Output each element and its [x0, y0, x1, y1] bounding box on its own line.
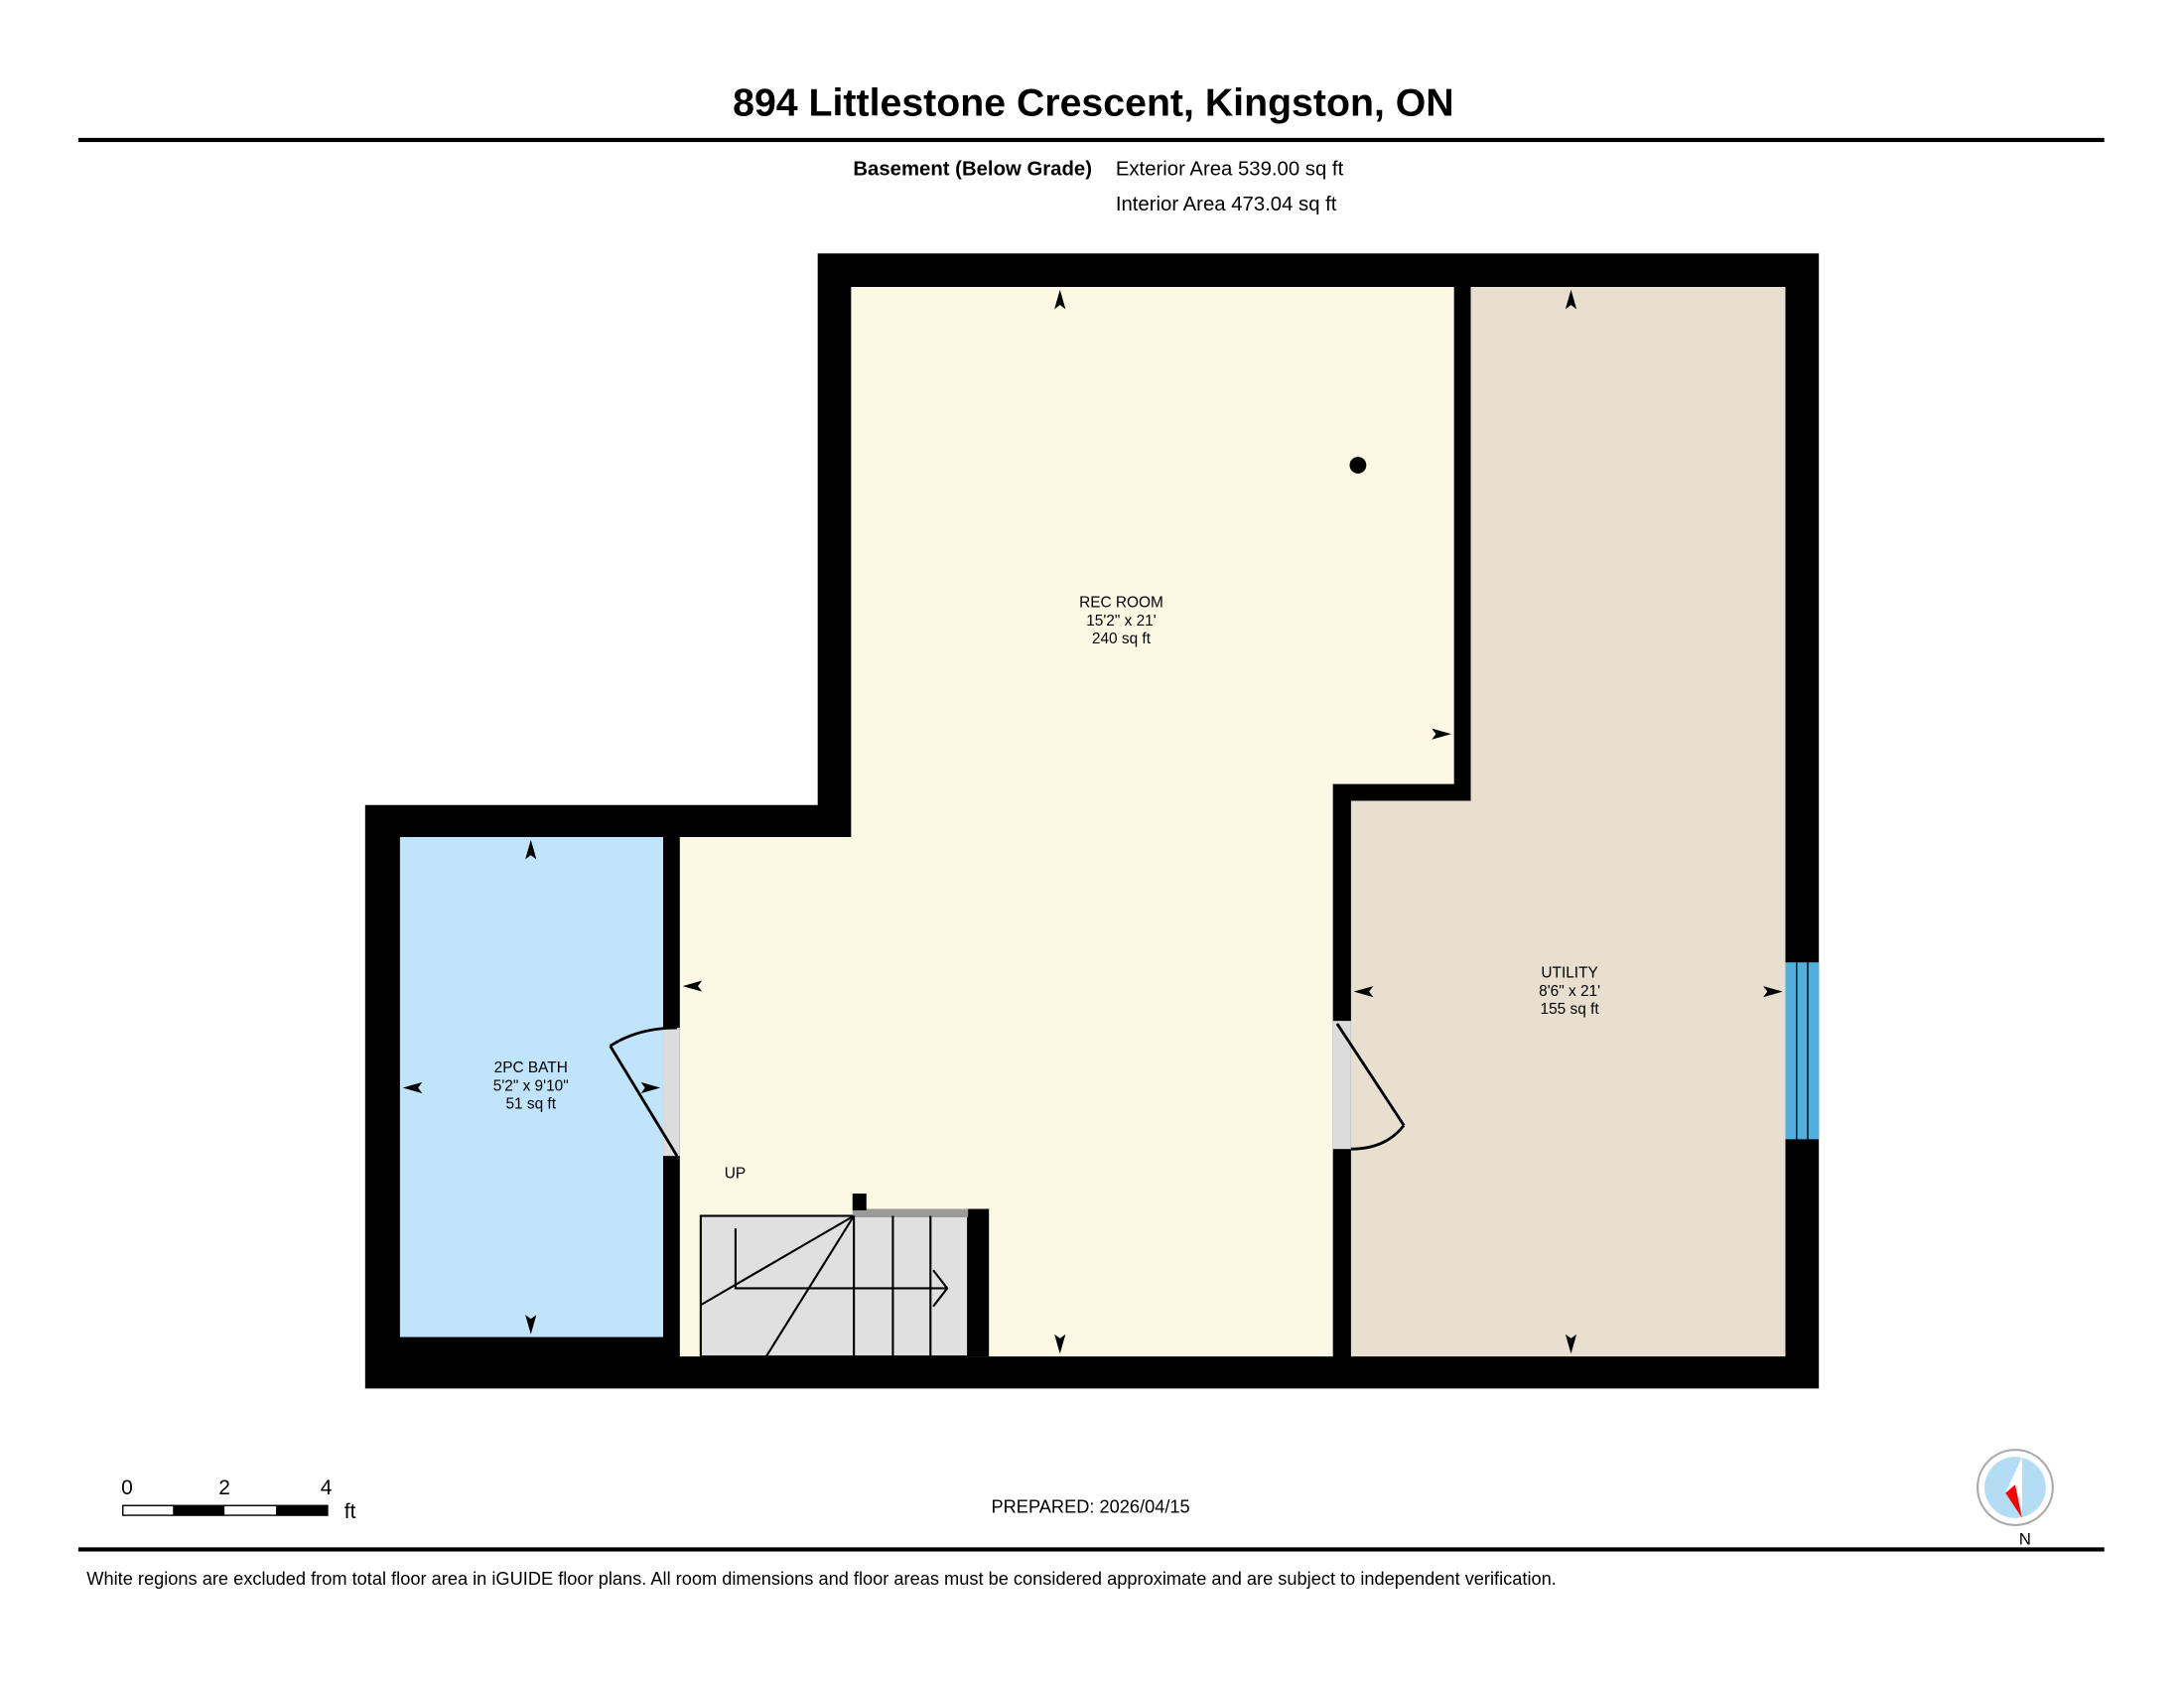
svg-text:0: 0	[121, 1477, 133, 1499]
svg-text:155 sq ft: 155 sq ft	[1541, 1001, 1600, 1018]
interior-area: Interior Area 473.04 sq ft	[1116, 194, 1337, 215]
arrow-right-icon	[1432, 728, 1451, 740]
arrow-right-icon	[1763, 986, 1783, 998]
stairs-label: UP	[725, 1166, 746, 1183]
svg-text:ft: ft	[344, 1500, 356, 1523]
room-rec-room[interactable]	[679, 286, 1454, 1357]
svg-text:4: 4	[321, 1477, 333, 1499]
arrow-up-icon	[1054, 289, 1066, 310]
exterior-area: Exterior Area 539.00 sq ft	[1116, 159, 1344, 181]
arrow-left-icon	[1353, 986, 1374, 998]
utility-door-opening	[1332, 1021, 1351, 1150]
svg-text:51 sq ft: 51 sq ft	[505, 1096, 556, 1113]
arrow-down-icon	[1054, 1334, 1066, 1354]
svg-text:2PC BATH: 2PC BATH	[494, 1059, 568, 1076]
utility-door[interactable]	[1335, 1023, 1406, 1151]
arrow-left-icon	[682, 980, 703, 992]
svg-text:REC ROOM: REC ROOM	[1079, 595, 1163, 612]
dimension-arrows	[402, 289, 1783, 1354]
svg-text:2: 2	[218, 1477, 230, 1499]
label-2pc-bath: 2PC BATH 5'2" x 9'10" 51 sq ft	[493, 1059, 569, 1112]
svg-text:UTILITY: UTILITY	[1541, 965, 1597, 982]
room-utility[interactable]	[1350, 286, 1786, 1357]
svg-text:15'2" x 21': 15'2" x 21'	[1086, 613, 1157, 630]
arrow-down-icon	[525, 1315, 537, 1335]
staircase[interactable]	[699, 1194, 990, 1358]
compass-icon: N	[1977, 1449, 2054, 1549]
arrow-right-icon	[640, 1081, 661, 1094]
svg-text:N: N	[2019, 1530, 2031, 1549]
bath-door-opening	[662, 1028, 680, 1157]
arrow-up-icon	[1565, 289, 1577, 310]
scale-bar: 0 2 4 ft	[121, 1477, 356, 1523]
arrow-down-icon	[1565, 1334, 1577, 1354]
prepared-date: PREPARED: 2026/04/15	[992, 1495, 1190, 1516]
arrow-up-icon	[525, 839, 537, 860]
bath-door[interactable]	[609, 1026, 679, 1157]
room-2pc-bath[interactable]	[399, 836, 663, 1337]
svg-text:8'6" x 21': 8'6" x 21'	[1539, 983, 1600, 1000]
label-utility: UTILITY 8'6" x 21' 155 sq ft	[1539, 965, 1600, 1018]
svg-text:5'2" x 9'10": 5'2" x 9'10"	[493, 1077, 569, 1094]
header-divider	[77, 137, 2105, 143]
column-post	[1349, 457, 1367, 474]
arrow-left-icon	[402, 1081, 423, 1094]
page-title: 894 Littlestone Crescent, Kingston, ON	[733, 80, 1454, 124]
label-rec-room: REC ROOM 15'2" x 21' 240 sq ft	[1079, 595, 1163, 647]
footer-divider	[77, 1547, 2105, 1552]
window	[1785, 962, 1820, 1140]
disclaimer: White regions are excluded from total fl…	[86, 1568, 1557, 1589]
svg-text:240 sq ft: 240 sq ft	[1092, 631, 1152, 647]
floor-name: Basement (Below Grade)	[853, 159, 1092, 181]
